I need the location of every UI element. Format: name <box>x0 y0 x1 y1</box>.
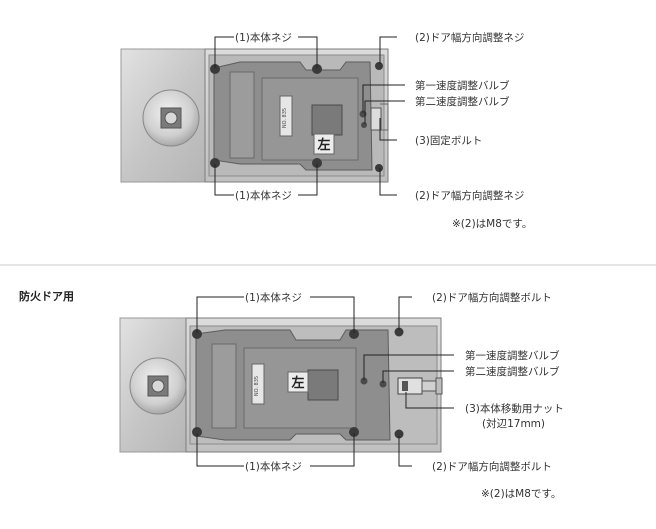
adjust-bolt-top <box>394 327 404 337</box>
main-screw-bottom-right <box>312 158 322 168</box>
side-mark: 左 <box>317 137 330 153</box>
main-screw-top-right <box>349 329 359 339</box>
section2-leaders <box>196 296 454 467</box>
label-adjust-bolt-bottom: (2)ドア幅方向調整ボルト <box>432 460 552 473</box>
speed-valve-1 <box>360 377 368 385</box>
closer-unit-standard: NO. 835 左 <box>120 48 389 183</box>
label-fixing-bolt: (3)固定ボルト <box>415 134 482 147</box>
side-mark-plate <box>313 133 335 155</box>
label-moving-nut: (3)本体移動用ナット <box>465 402 564 415</box>
label-adjust-screw-bottom: (2)ドア幅方向調整ネジ <box>415 189 524 202</box>
main-screw-bottom-left <box>192 427 202 437</box>
main-screw-top-left <box>210 64 220 74</box>
side-mark: 左 <box>291 375 304 391</box>
main-screw-top-right <box>312 64 322 74</box>
label-main-screw-top: (1)本体ネジ <box>245 291 302 304</box>
section1-leaders <box>214 36 405 196</box>
label-speed-valve-1: 第一速度調整バルブ <box>465 349 560 362</box>
label-speed-valve-1: 第一速度調整バルブ <box>415 79 510 92</box>
section2-labels: (1)本体ネジ (2)ドア幅方向調整ボルト 第一速度調整バルブ 第二速度調整バル… <box>245 291 564 500</box>
main-screw-bottom-left <box>210 158 220 168</box>
note-m8: ※(2)はM8です。 <box>481 488 561 500</box>
plate-number: NO. 835 <box>254 376 260 396</box>
adjust-screw-bottom <box>375 164 383 172</box>
label-speed-valve-2: 第二速度調整バルブ <box>465 365 560 378</box>
body-moving-nut <box>397 377 423 395</box>
label-main-screw-bottom: (1)本体ネジ <box>235 189 292 202</box>
label-moving-nut-size: (対辺17mm) <box>482 417 545 430</box>
section-title-fire-door: 防火ドア用 <box>19 289 74 303</box>
side-mark-plate <box>287 371 309 393</box>
adjust-bolt-bottom <box>394 429 404 439</box>
label-adjust-screw-top: (2)ドア幅方向調整ネジ <box>415 31 524 44</box>
section1-labels: (1)本体ネジ (2)ドア幅方向調整ネジ 第一速度調整バルブ 第二速度調整バルブ… <box>235 31 532 230</box>
fixing-bolt <box>370 107 382 131</box>
speed-valve-2 <box>379 380 387 388</box>
name-plate <box>279 95 293 137</box>
plate-number: NO. 835 <box>282 108 288 128</box>
speed-valve-2 <box>361 122 367 128</box>
label-speed-valve-2: 第二速度調整バルブ <box>415 95 510 108</box>
label-main-screw-bottom: (1)本体ネジ <box>245 460 302 473</box>
name-plate <box>251 363 265 405</box>
main-screw-bottom-right <box>349 427 359 437</box>
main-screw-top-left <box>192 329 202 339</box>
closer-unit-fire-door: NO. 835 左 <box>119 317 443 453</box>
label-main-screw-top: (1)本体ネジ <box>235 31 292 44</box>
adjust-screw-top <box>375 62 383 70</box>
note-m8: ※(2)はM8です。 <box>452 218 532 230</box>
label-adjust-bolt-top: (2)ドア幅方向調整ボルト <box>432 291 552 304</box>
